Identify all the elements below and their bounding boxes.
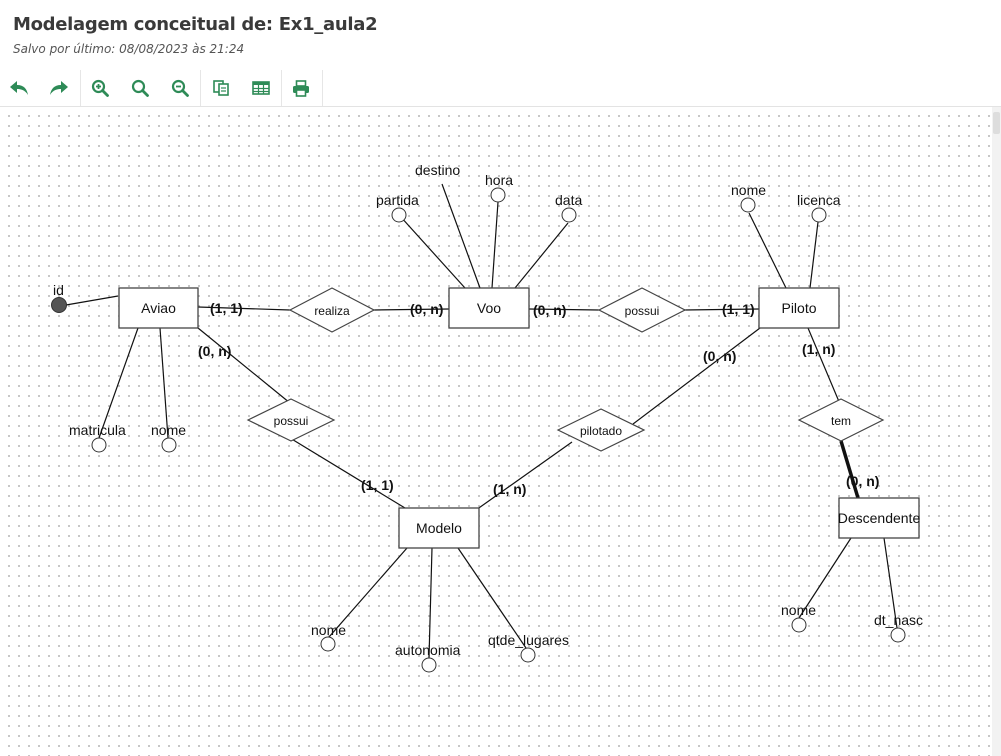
- attribute-label-partida: partida: [376, 192, 419, 208]
- attribute-label-nome: nome: [731, 182, 766, 198]
- zoom-in-button[interactable]: [85, 73, 115, 103]
- attribute-marker[interactable]: [561, 207, 577, 223]
- redo-icon: [50, 81, 68, 95]
- header: Modelagem conceitual de: Ex1_aula2 Salvo…: [0, 0, 1001, 71]
- entity-voo[interactable]: Voo: [448, 287, 530, 329]
- attribute-label-hora: hora: [485, 172, 513, 188]
- attribute-marker[interactable]: [791, 617, 807, 633]
- attribute-label-autonomia: autonomia: [395, 642, 461, 658]
- attribute-label-nome: nome: [781, 602, 816, 618]
- cardinality-label: (1, n): [802, 341, 835, 357]
- entity-modelo[interactable]: Modelo: [398, 507, 480, 549]
- entity-descendente[interactable]: Descendente: [838, 497, 921, 539]
- toolbar-group-tools: [200, 70, 282, 106]
- zoom-out-button[interactable]: [165, 73, 195, 103]
- attribute-marker[interactable]: [391, 207, 407, 223]
- attribute-label-qtde-lugares: qtde_lugares: [488, 632, 569, 648]
- cardinality-label: (0, n): [703, 348, 736, 364]
- cardinality-label: (0, n): [410, 301, 443, 317]
- cardinality-label: (0, n): [533, 302, 566, 318]
- cardinality-label: (0, n): [198, 343, 231, 359]
- cardinality-label: (1, 1): [210, 300, 243, 316]
- table-icon: [252, 81, 270, 95]
- attribute-marker[interactable]: [421, 657, 437, 673]
- weak-relationship-line: [839, 440, 860, 499]
- cardinality-label: (0, n): [846, 473, 879, 489]
- connector-lines: [65, 183, 898, 659]
- attribute-label-dt-nasc: dt_nasc: [874, 612, 923, 628]
- attribute-marker[interactable]: [490, 187, 506, 203]
- cardinality-label: (1, n): [493, 481, 526, 497]
- entity-label: Modelo: [416, 520, 462, 536]
- undo-icon: [10, 81, 28, 95]
- attribute-marker[interactable]: [161, 437, 177, 453]
- copy-button[interactable]: [206, 73, 236, 103]
- relationship-label: tem: [831, 414, 851, 428]
- attribute-label-licenca: licenca: [797, 192, 841, 208]
- zoom-in-icon: [91, 79, 109, 97]
- diagram-canvas[interactable]: Aviao Voo Piloto Modelo Descendente real…: [0, 107, 1001, 756]
- vertical-scrollbar[interactable]: [992, 107, 1001, 756]
- attribute-label-matricula: matricula: [69, 422, 126, 438]
- print-button[interactable]: [286, 73, 316, 103]
- relationship-possui-aviao-modelo[interactable]: possui: [246, 398, 336, 442]
- relationship-label: possui: [625, 304, 660, 318]
- relationship-tem[interactable]: tem: [797, 398, 885, 442]
- toolbar-group-history: [0, 70, 81, 106]
- cardinality-label: (1, 1): [361, 477, 394, 493]
- entity-label: Voo: [477, 300, 501, 316]
- entity-aviao[interactable]: Aviao: [118, 287, 199, 329]
- print-icon: [293, 79, 309, 97]
- last-saved-text: Salvo por último: 08/08/2023 às 21:24: [13, 42, 245, 56]
- attribute-marker[interactable]: [520, 647, 536, 663]
- toolbar-group-print: [281, 70, 323, 106]
- attribute-marker[interactable]: [890, 627, 906, 643]
- er-diagram: Aviao Voo Piloto Modelo Descendente real…: [51, 162, 923, 673]
- attribute-label-nome: nome: [311, 622, 346, 638]
- attribute-label-id: id: [53, 282, 64, 298]
- entity-label: Piloto: [781, 300, 816, 316]
- attribute-label-data: data: [555, 192, 582, 208]
- attribute-marker[interactable]: [91, 437, 107, 453]
- entity-label: Aviao: [141, 300, 176, 316]
- zoom-out-icon: [171, 79, 189, 97]
- entity-label: Descendente: [838, 510, 921, 526]
- attribute-key-marker[interactable]: [51, 297, 67, 313]
- scrollbar-thumb[interactable]: [993, 112, 1000, 134]
- relationship-possui-voo-piloto[interactable]: possui: [597, 287, 687, 333]
- redo-button[interactable]: [44, 73, 74, 103]
- zoom-reset-icon: [131, 79, 149, 97]
- relationship-realiza[interactable]: realiza: [288, 287, 376, 333]
- toolbar: [0, 70, 1001, 107]
- table-button[interactable]: [246, 73, 276, 103]
- attribute-marker[interactable]: [811, 207, 827, 223]
- attribute-marker[interactable]: [320, 636, 336, 652]
- relationship-label: realiza: [314, 304, 350, 318]
- attribute-label-nome: nome: [151, 422, 186, 438]
- relationship-label: pilotado: [580, 424, 622, 438]
- relationship-label: possui: [274, 414, 309, 428]
- entity-piloto[interactable]: Piloto: [758, 287, 840, 329]
- copy-icon: [213, 80, 229, 96]
- attribute-label-destino: destino: [415, 162, 460, 178]
- zoom-reset-button[interactable]: [125, 73, 155, 103]
- page-title: Modelagem conceitual de: Ex1_aula2: [13, 14, 378, 35]
- toolbar-group-zoom: [80, 70, 201, 106]
- cardinality-label: (1, 1): [722, 301, 755, 317]
- attribute-marker[interactable]: [740, 197, 756, 213]
- relationship-pilotado[interactable]: pilotado: [556, 408, 646, 452]
- undo-button[interactable]: [4, 73, 34, 103]
